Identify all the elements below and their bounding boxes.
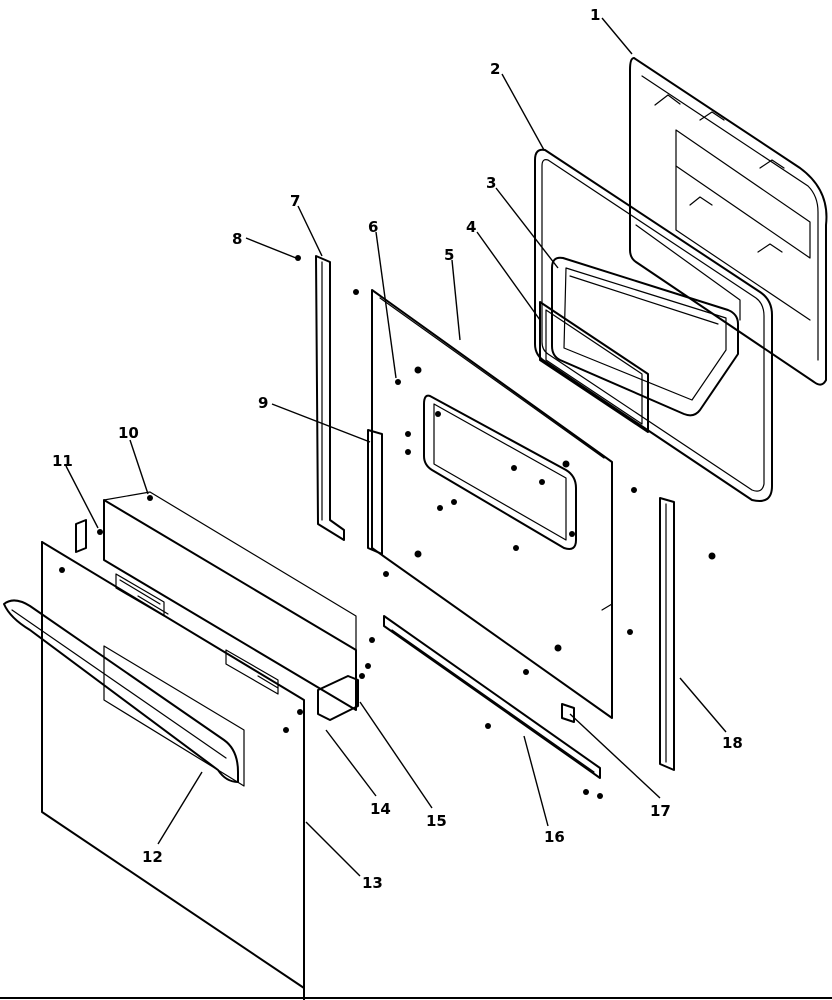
callout-6: 6 <box>368 218 378 236</box>
part-3-inner-glass <box>551 256 739 417</box>
part-14-end-cap <box>317 675 359 721</box>
part-7-left-channel <box>315 255 345 541</box>
part-2-door-gasket <box>534 148 773 502</box>
callout-5: 5 <box>444 246 454 264</box>
callout-1: 1 <box>590 6 600 24</box>
callout-3: 3 <box>486 174 496 192</box>
callout-10: 10 <box>118 424 139 442</box>
callout-14: 14 <box>370 800 391 818</box>
callout-11: 11 <box>52 452 73 470</box>
callout-4: 4 <box>466 218 476 236</box>
callout-12: 12 <box>142 848 163 866</box>
callout-labels: 1 2 3 4 5 6 7 8 9 10 11 12 13 14 15 16 1… <box>52 6 743 892</box>
callout-2: 2 <box>490 60 500 78</box>
part-4-glass-retainer <box>539 301 649 433</box>
part-16-lower-strip <box>383 615 601 779</box>
part-17-clip <box>561 703 575 723</box>
callout-16: 16 <box>544 828 565 846</box>
part-12-handle <box>3 599 239 783</box>
part-9-side-bracket <box>367 429 383 555</box>
callout-8: 8 <box>232 230 242 248</box>
callout-9: 9 <box>258 394 268 412</box>
leader-lines <box>65 17 727 877</box>
callout-15: 15 <box>426 812 447 830</box>
callout-13: 13 <box>362 874 383 892</box>
part-1-inner-liner <box>629 57 828 386</box>
part-15-panel-housing <box>103 491 357 711</box>
part-11-mount-bracket <box>75 519 87 553</box>
callout-7: 7 <box>290 192 300 210</box>
part-5-outer-door-panel <box>371 289 613 719</box>
part-13-door-front <box>41 541 305 1000</box>
part-18-right-channel <box>659 497 675 771</box>
callout-18: 18 <box>722 734 743 752</box>
callout-17: 17 <box>650 802 671 820</box>
fasteners <box>59 255 716 799</box>
